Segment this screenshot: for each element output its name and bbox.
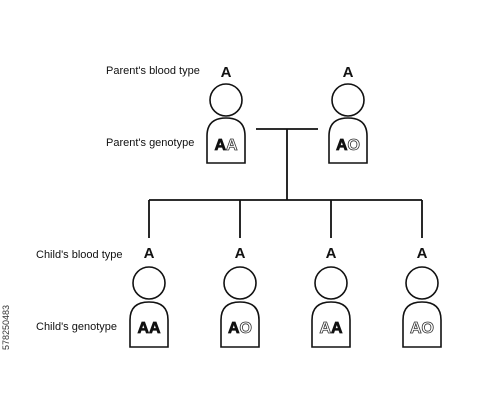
parent-2-allele-2: O (348, 137, 360, 154)
child-1-body (129, 301, 169, 348)
parent-1: A AA (206, 64, 246, 164)
parent-1-blood-type: A (221, 64, 232, 81)
parent-1-allele-2: A (226, 137, 238, 154)
child-3-head (314, 266, 348, 300)
parent-2-allele-1: A (336, 137, 348, 154)
parent-genotype-label: Parent's genotype (106, 137, 194, 149)
child-4-allele-2: O (422, 320, 434, 337)
parent-1-head (209, 83, 243, 117)
parent-blood-type-label: Parent's blood type (106, 65, 200, 77)
child-4-allele-1: A (410, 320, 422, 337)
child-3-body (311, 301, 351, 348)
child-blood-type-label: Child's blood type (36, 249, 123, 261)
parent-2-body (328, 117, 368, 164)
parent-2-genotype: AO (336, 137, 360, 154)
child-2-genotype: AO (228, 320, 252, 337)
family-tree-connectors (148, 128, 423, 238)
child-1-genotype: AA (137, 320, 161, 337)
child-1-allele-2: A (149, 320, 161, 337)
child-2-allele-2: O (240, 320, 252, 337)
child-genotype-label: Child's genotype (36, 321, 117, 333)
child-3-allele-2: A (331, 320, 343, 337)
child-1-head (132, 266, 166, 300)
child-3-genotype: AA (319, 320, 343, 337)
child-2-body (220, 301, 260, 348)
parent-1-allele-1: A (214, 137, 226, 154)
parent-2-head (331, 83, 365, 117)
child-1-allele-1: A (137, 320, 149, 337)
parent-1-body (206, 117, 246, 164)
child-2-blood-type: A (235, 245, 246, 262)
child-4: A AO (402, 245, 442, 348)
side-id-text: 578250483 (1, 305, 11, 350)
child-4-genotype: AO (410, 320, 434, 337)
parent-2-blood-type: A (343, 64, 354, 81)
child-2: A AO (220, 245, 260, 348)
child-4-blood-type: A (417, 245, 428, 262)
child-3-blood-type: A (326, 245, 337, 262)
child-1: A AA (129, 245, 169, 348)
parent-2: A AO (328, 64, 368, 164)
child-2-allele-1: A (228, 320, 240, 337)
child-4-body (402, 301, 442, 348)
child-3: A AA (311, 245, 351, 348)
parent-1-genotype: AA (214, 137, 238, 154)
child-4-head (405, 266, 439, 300)
child-3-allele-1: A (319, 320, 331, 337)
child-2-head (223, 266, 257, 300)
child-1-blood-type: A (144, 245, 155, 262)
